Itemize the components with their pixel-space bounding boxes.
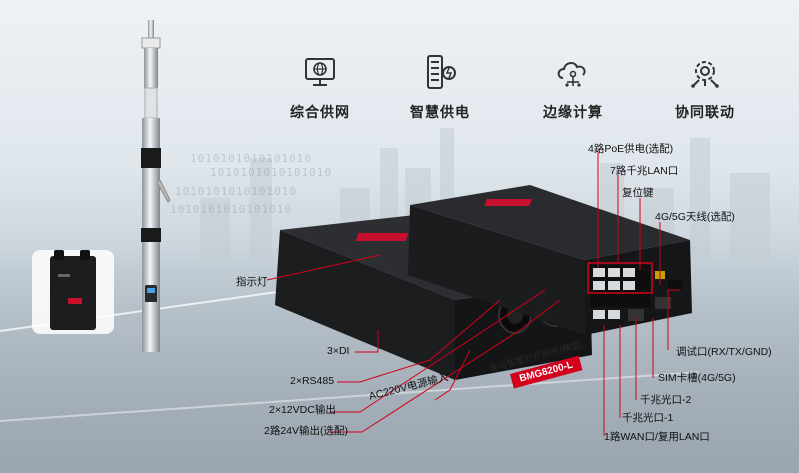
feature-label: 智慧供电 [410, 104, 470, 120]
binary-overlay: 1010101010101010 [190, 152, 312, 165]
city-skyline [690, 138, 710, 258]
gateway-device-right [408, 185, 692, 335]
feature-label: 综合供网 [290, 104, 350, 120]
edge-cloud-icon [557, 62, 586, 87]
callout-antenna: 4G/5G天线(选配) [655, 211, 735, 223]
callout-12vdc: 2×12VDC输出 [269, 404, 336, 416]
feature-network: 综合供网 [265, 52, 375, 122]
callout-sim: SIM卡槽(4G/5G) [658, 372, 736, 384]
compact-device-image [32, 250, 114, 334]
binary-overlay: 1010101010101010 [175, 185, 297, 198]
collaboration-gear-icon [691, 61, 719, 88]
feature-edge: 边缘计算 [518, 52, 628, 122]
callout-fiber1: 千兆光口-1 [622, 412, 674, 424]
callout-reset: 复位键 [622, 187, 654, 199]
callout-indicator: 指示灯 [236, 276, 268, 288]
city-skyline [250, 158, 272, 258]
feature-power: 智慧供电 [385, 52, 495, 122]
feature-label: 协同联动 [675, 104, 735, 120]
smart-pole-image [141, 20, 171, 352]
callout-lan: 7路千兆LAN口 [610, 165, 679, 177]
callout-poe: 4路PoE供电(选配) [588, 143, 674, 155]
callout-24v: 2路24V输出(选配) [264, 425, 349, 437]
callout-wan: 1路WAN口/复用LAN口 [604, 431, 710, 443]
binary-overlay: 1010101010101010 [210, 166, 332, 179]
callout-debug: 调试口(RX/TX/GND) [676, 346, 772, 358]
feature-label: 边缘计算 [543, 104, 603, 120]
feature-collab: 协同联动 [650, 52, 760, 122]
power-supply-icon [427, 55, 456, 89]
binary-overlay: 1010101010101010 [170, 203, 292, 216]
callout-fiber2: 千兆光口-2 [640, 394, 692, 406]
callout-rs485: 2×RS485 [290, 375, 335, 387]
monitor-network-icon [305, 58, 335, 86]
callout-di: 3×DI [327, 345, 350, 357]
